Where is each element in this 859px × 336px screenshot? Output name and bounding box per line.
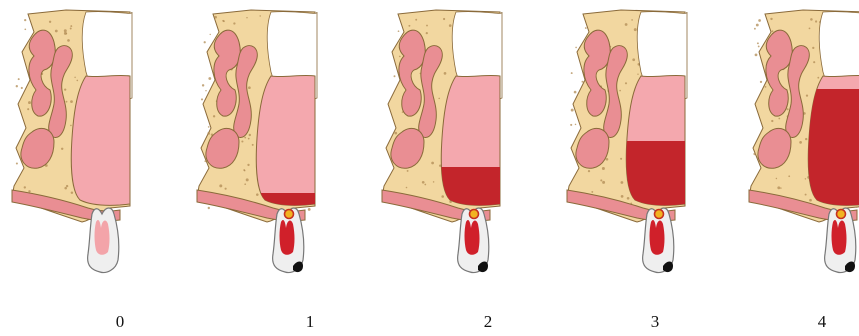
stage-label-4: 4 [807, 312, 837, 332]
stage-label-2: 2 [473, 312, 503, 332]
tooth-pulp [280, 220, 295, 255]
stage-panel-4 [745, 8, 859, 278]
tooth-pulp [650, 220, 665, 255]
sinus-diagram-4 [745, 8, 859, 278]
stage-label-0: 0 [105, 312, 135, 332]
stage-panel-0 [8, 8, 138, 278]
stage-label-3: 3 [640, 312, 670, 332]
maxillary-sinus [71, 75, 130, 205]
sinus-diagram-3 [563, 8, 693, 278]
stage-panel-3 [563, 8, 693, 278]
periapical-abscess [470, 210, 479, 219]
sinus-diagram-2 [378, 8, 508, 278]
periapical-abscess [285, 210, 294, 219]
sinus-diagram-0 [8, 8, 138, 278]
molar-tooth [88, 208, 119, 273]
tooth-pulp [832, 220, 847, 255]
tooth-pulp [465, 220, 480, 255]
stage-panel-1 [193, 8, 323, 278]
periapical-abscess [837, 210, 846, 219]
maxillary-sinus [256, 75, 315, 205]
tooth-pulp [95, 220, 110, 255]
stage-panel-2 [378, 8, 508, 278]
periapical-abscess [655, 210, 664, 219]
sinus-diagram-1 [193, 8, 323, 278]
stage-label-1: 1 [295, 312, 325, 332]
